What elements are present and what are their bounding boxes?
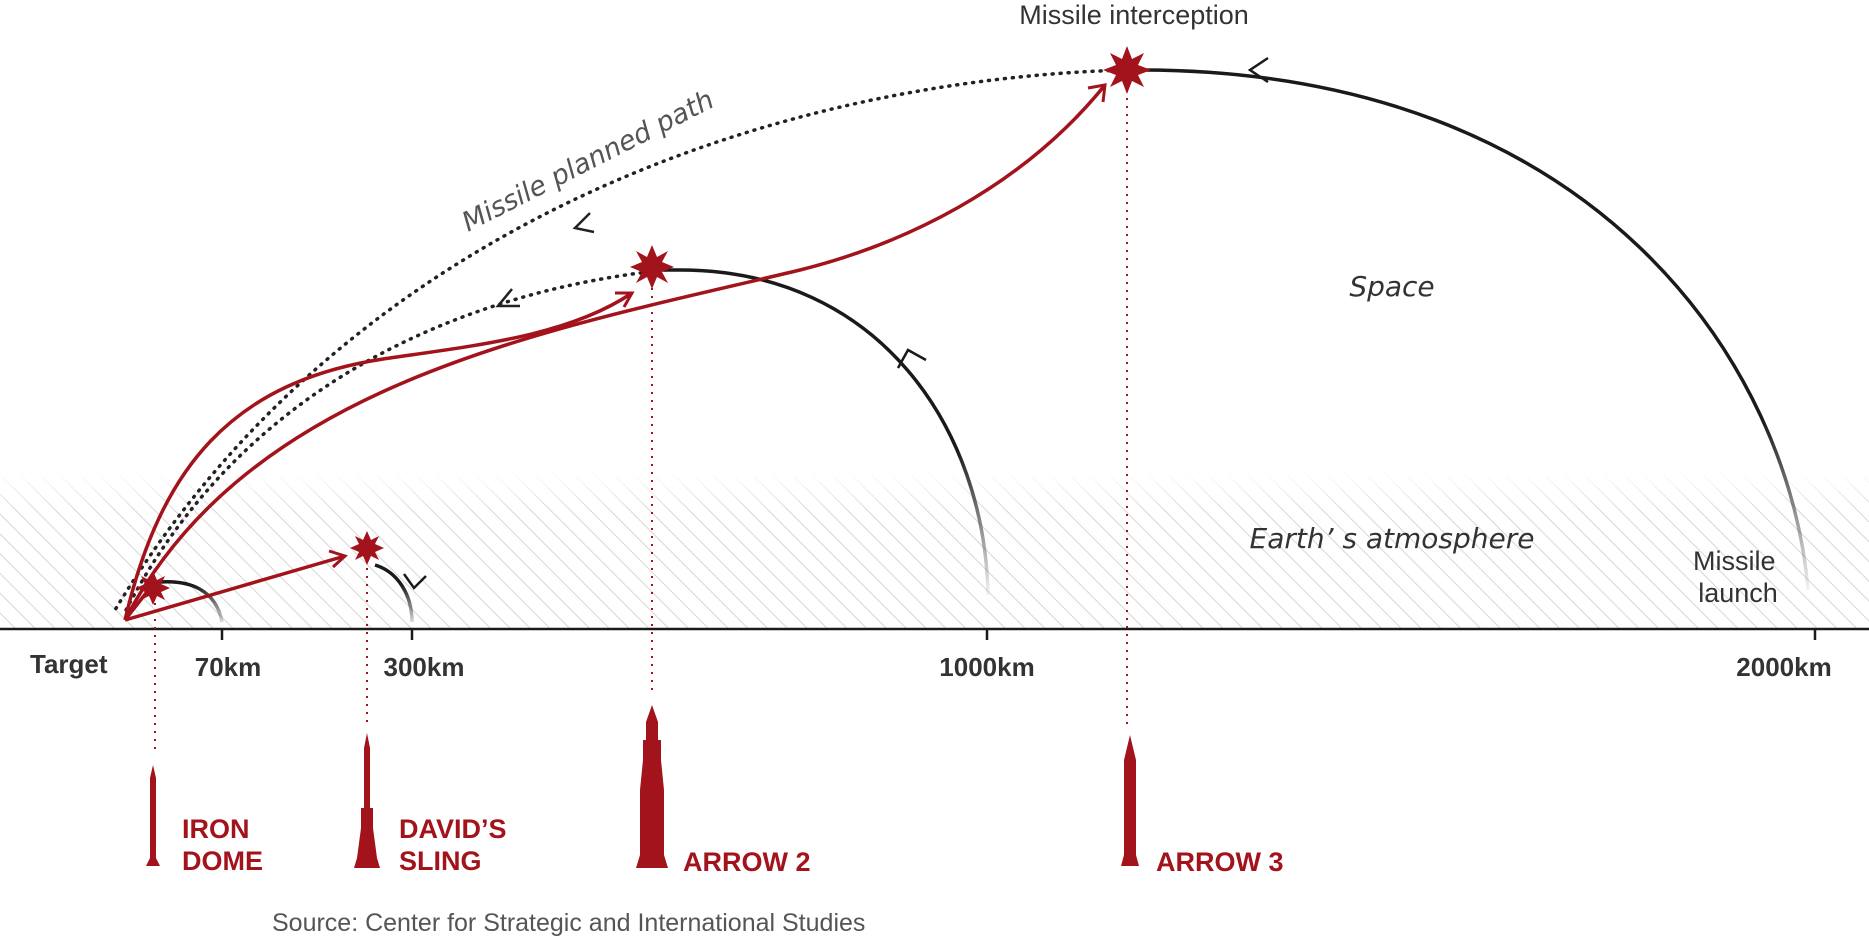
iron-dome-missile-icon <box>146 765 160 866</box>
missile-trajectory-long <box>1125 68 1810 591</box>
planned-paths <box>113 68 1127 614</box>
chevron-up-icon <box>896 348 927 369</box>
burst-icon <box>350 531 384 565</box>
atmosphere-band <box>0 472 1869 628</box>
intercept-droplines <box>154 82 1128 755</box>
direction-chevrons <box>402 56 1269 590</box>
arrowhead-icon <box>328 549 348 569</box>
tick-label-1000km: 1000km <box>939 652 1034 682</box>
interceptor-path-arrow3 <box>123 83 1107 621</box>
system-label-arrow-3: ARROW 3 <box>1156 847 1284 877</box>
system-label-davids-sling: DAVID’S SLING <box>399 814 514 876</box>
interceptor-arrowheads <box>328 83 1107 569</box>
chevron-down-icon <box>402 573 427 590</box>
missile-trajectory-sling <box>374 563 414 623</box>
chevron-down-left-icon <box>495 288 520 308</box>
diagram-title: Missile interception <box>1019 0 1249 30</box>
chevron-left-icon <box>1247 56 1269 84</box>
arrow-3-missile-icon <box>1121 735 1139 866</box>
chevron-down-left-icon <box>572 212 595 234</box>
burst-icon <box>1103 46 1151 94</box>
arrowhead-icon <box>1087 83 1107 103</box>
target-label: Target <box>30 649 108 679</box>
burst-icon <box>630 245 674 289</box>
system-label-line2: DOME <box>182 846 263 876</box>
atmosphere-label: Earth’ s atmosphere <box>1250 522 1535 555</box>
system-label-iron-dome: IRON DOME <box>182 814 263 876</box>
burst-icon <box>136 571 170 605</box>
system-label-arrow-2: ARROW 2 <box>683 847 811 877</box>
interception-bursts <box>136 46 1151 605</box>
interceptor-path-sling <box>124 554 346 622</box>
system-label-line1: DAVID’S <box>399 814 507 844</box>
planned-path-mid <box>123 268 667 614</box>
tick-label-70km: 70km <box>195 652 262 682</box>
system-label-line2: SLING <box>399 846 482 876</box>
missile-launch-line1: Missile <box>1693 546 1776 576</box>
system-label-line1: IRON <box>182 814 250 844</box>
space-label: Space <box>1349 270 1434 303</box>
missile-launch-label: Missile launch <box>1693 546 1783 608</box>
missile-trajectory-short <box>159 580 224 623</box>
interceptor-icons <box>146 705 1139 868</box>
tick-label-2000km: 2000km <box>1736 652 1831 682</box>
source-note: Source: Center for Strategic and Interna… <box>272 909 865 937</box>
davids-sling-missile-icon <box>354 733 380 868</box>
planned-path-long <box>113 68 1127 612</box>
arrowhead-icon <box>615 291 635 308</box>
tick-label-300km: 300km <box>384 652 465 682</box>
interceptor-path-arrow2 <box>123 291 633 621</box>
arrow-2-missile-icon <box>636 705 668 868</box>
missile-launch-line2: launch <box>1698 578 1778 608</box>
planned-path-chevrons <box>495 212 595 308</box>
ground-axis <box>0 627 1869 640</box>
